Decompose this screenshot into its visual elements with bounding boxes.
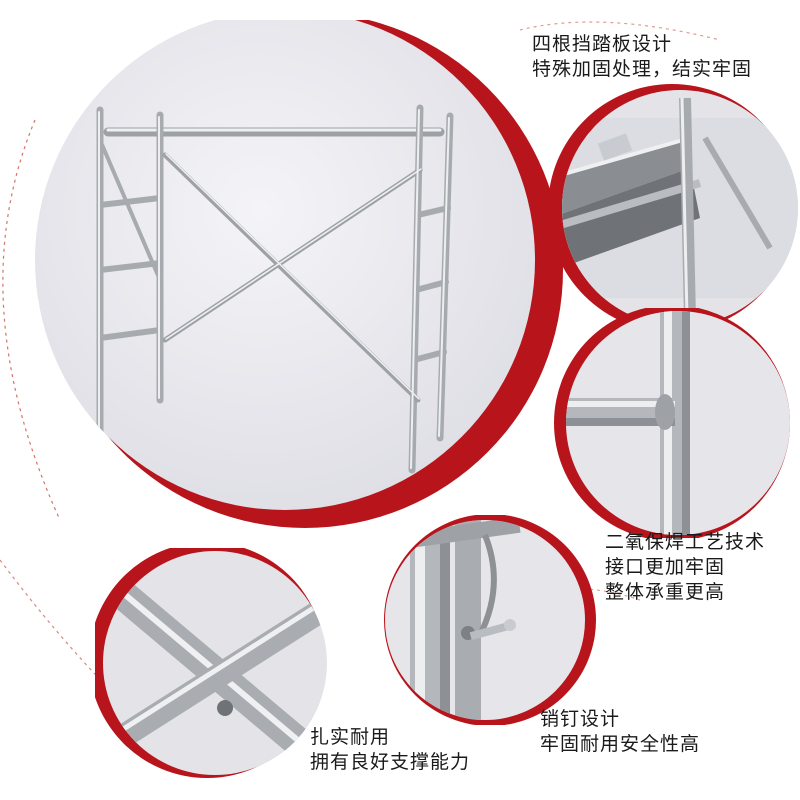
caption-cross-brace: 扎实耐用 拥有良好支撑能力 xyxy=(310,725,470,775)
detail-photo-welding xyxy=(554,308,790,538)
caption-cross-brace-line-1: 扎实耐用 xyxy=(310,726,391,748)
caption-welding-line-1: 二氧保焊工艺技术 xyxy=(605,531,766,553)
caption-welding-line-3: 整体承重更高 xyxy=(605,581,726,603)
caption-toe-board: 四根挡踏板设计 特殊加固处理，结实牢固 xyxy=(532,32,752,82)
caption-cross-brace-line-2: 拥有良好支撑能力 xyxy=(310,751,471,773)
caption-welding: 二氧保焊工艺技术 接口更加牢固 整体承重更高 xyxy=(605,530,765,605)
detail-photo-cross-brace xyxy=(95,548,327,778)
detail-photo-toe-board xyxy=(548,84,798,332)
caption-toe-board-line-2: 特殊加固处理，结实牢固 xyxy=(532,58,753,80)
detail-photo-pin xyxy=(384,515,596,725)
caption-toe-board-line-1: 四根挡踏板设计 xyxy=(532,33,673,55)
main-scaffold-photo xyxy=(35,20,563,528)
caption-pin-line-1: 销钉设计 xyxy=(540,708,621,730)
caption-pin-line-2: 牢固耐用安全性高 xyxy=(540,733,701,755)
caption-pin: 销钉设计 牢固耐用安全性高 xyxy=(540,707,700,757)
caption-welding-line-2: 接口更加牢固 xyxy=(605,556,726,578)
